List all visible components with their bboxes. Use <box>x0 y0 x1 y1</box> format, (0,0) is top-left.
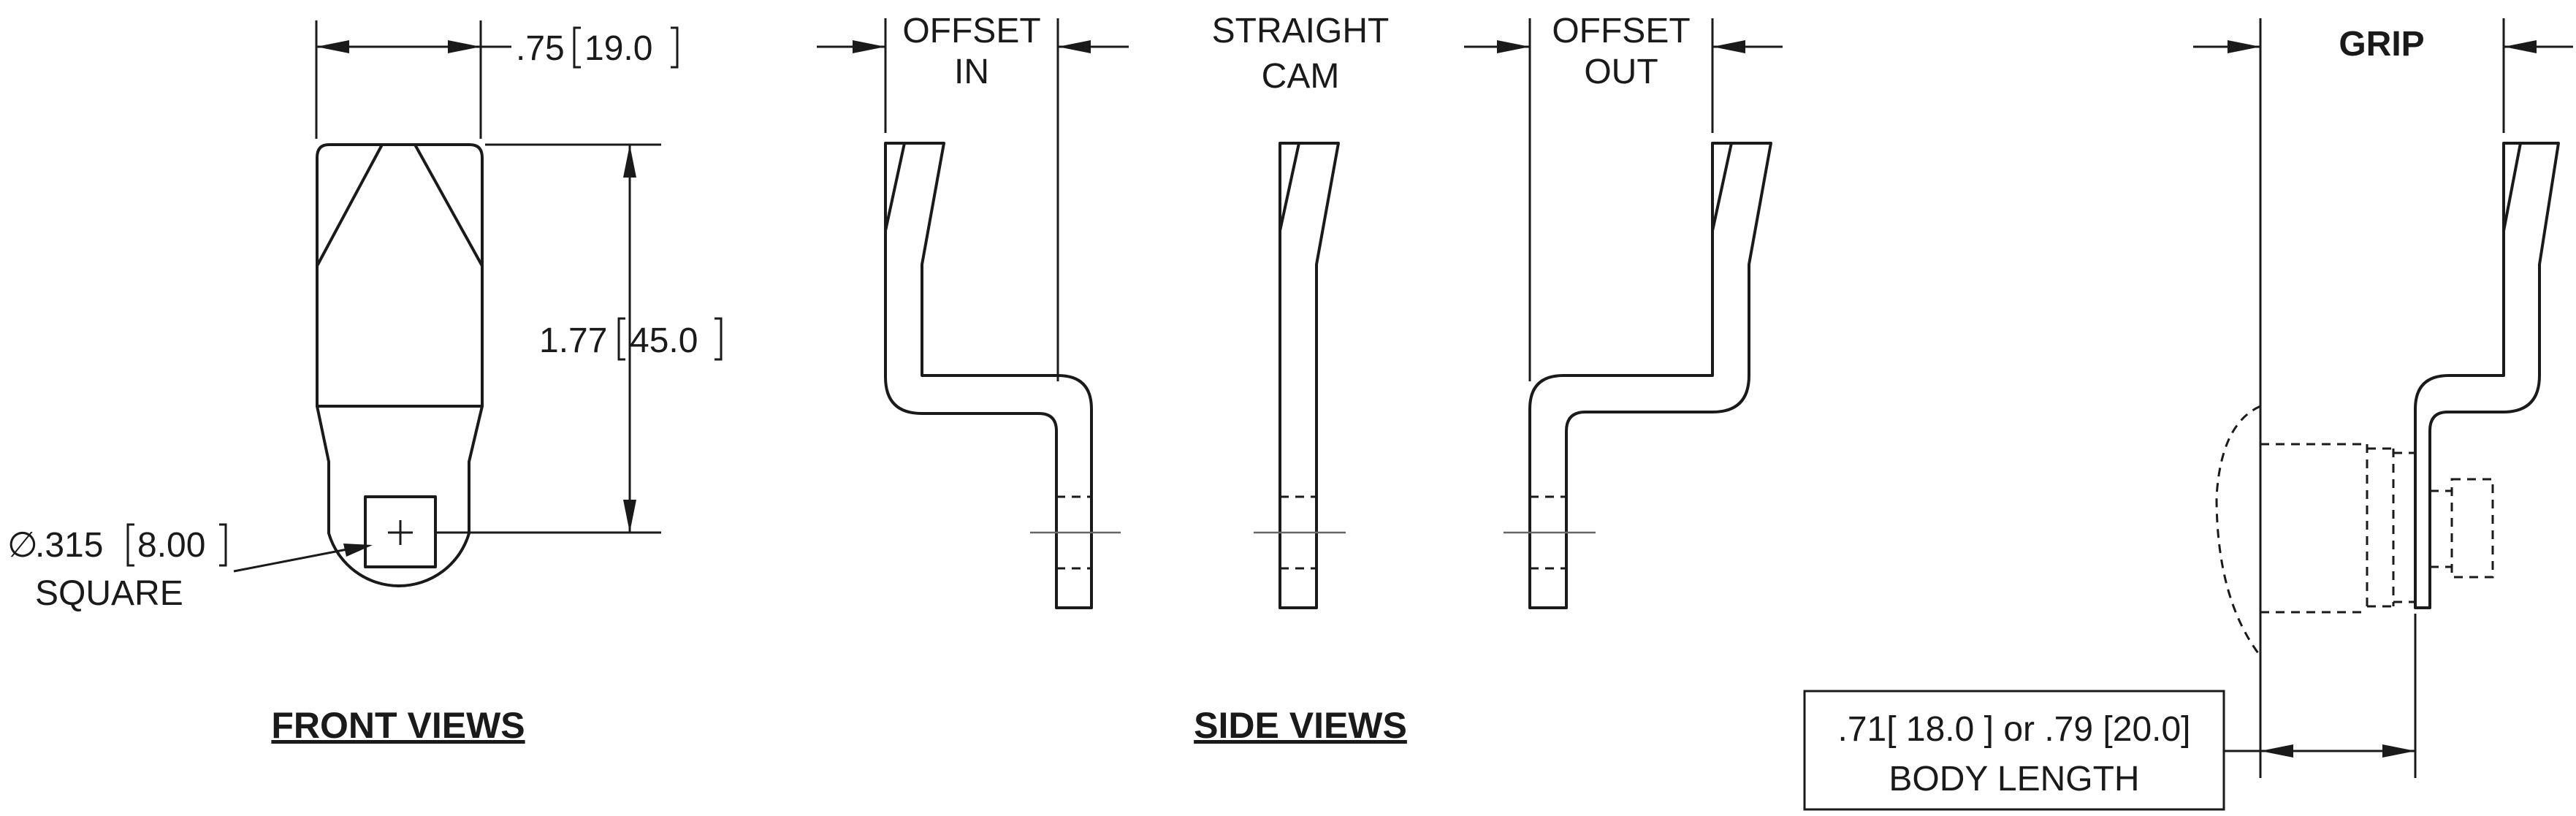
side-views-heading: SIDE VIEWS <box>1194 705 1407 746</box>
body-length-label: BODY LENGTH <box>1889 760 2139 798</box>
front-height-mm: 45.0 <box>630 321 698 360</box>
square-size-mm: 8.00 <box>137 526 205 565</box>
offset-in-label-2: IN <box>954 53 989 91</box>
lock-head-hidden <box>2215 405 2262 657</box>
diameter-symbol: ∅ <box>7 526 38 565</box>
offset-out-cam-profile <box>1528 142 1772 609</box>
body-length-box <box>1803 690 2225 811</box>
offset-out-label-1: OFFSET <box>1552 12 1690 50</box>
front-height-inches: 1.77 <box>539 321 607 360</box>
body-length-options: .71[ 18.0 ] or .79 [20.0] <box>1838 710 2191 749</box>
straight-label-2: CAM <box>1262 57 1340 96</box>
grip-label: GRIP <box>2339 25 2424 64</box>
grip-view: GRIP .71[ 18.0 ] or .79 [20.0] BODY LENG… <box>1803 18 2573 811</box>
square-size-inches: .315 <box>35 526 103 565</box>
straight-label-1: STRAIGHT <box>1212 12 1390 50</box>
side-view-offset-in: OFFSET IN <box>817 12 1129 609</box>
offset-in-label-1: OFFSET <box>902 12 1040 50</box>
front-width-mm: 19.0 <box>584 29 652 68</box>
offset-in-cam-profile <box>884 142 1093 609</box>
side-view-straight-cam: STRAIGHT CAM <box>1212 12 1390 609</box>
grip-cam-profile <box>2414 142 2560 609</box>
front-views-heading: FRONT VIEWS <box>271 705 525 746</box>
straight-cam-profile <box>1279 142 1340 609</box>
front-view: .75 19.0 1.77 45.0 ∅ .315 8.00 SQUARE F <box>7 20 723 746</box>
front-body-outline <box>316 143 484 587</box>
side-view-offset-out: OFFSET OUT SIDE VIEWS <box>1194 12 1783 746</box>
front-width-inches: .75 <box>516 29 565 68</box>
offset-out-label-2: OUT <box>1584 53 1658 91</box>
square-label: SQUARE <box>35 574 183 613</box>
